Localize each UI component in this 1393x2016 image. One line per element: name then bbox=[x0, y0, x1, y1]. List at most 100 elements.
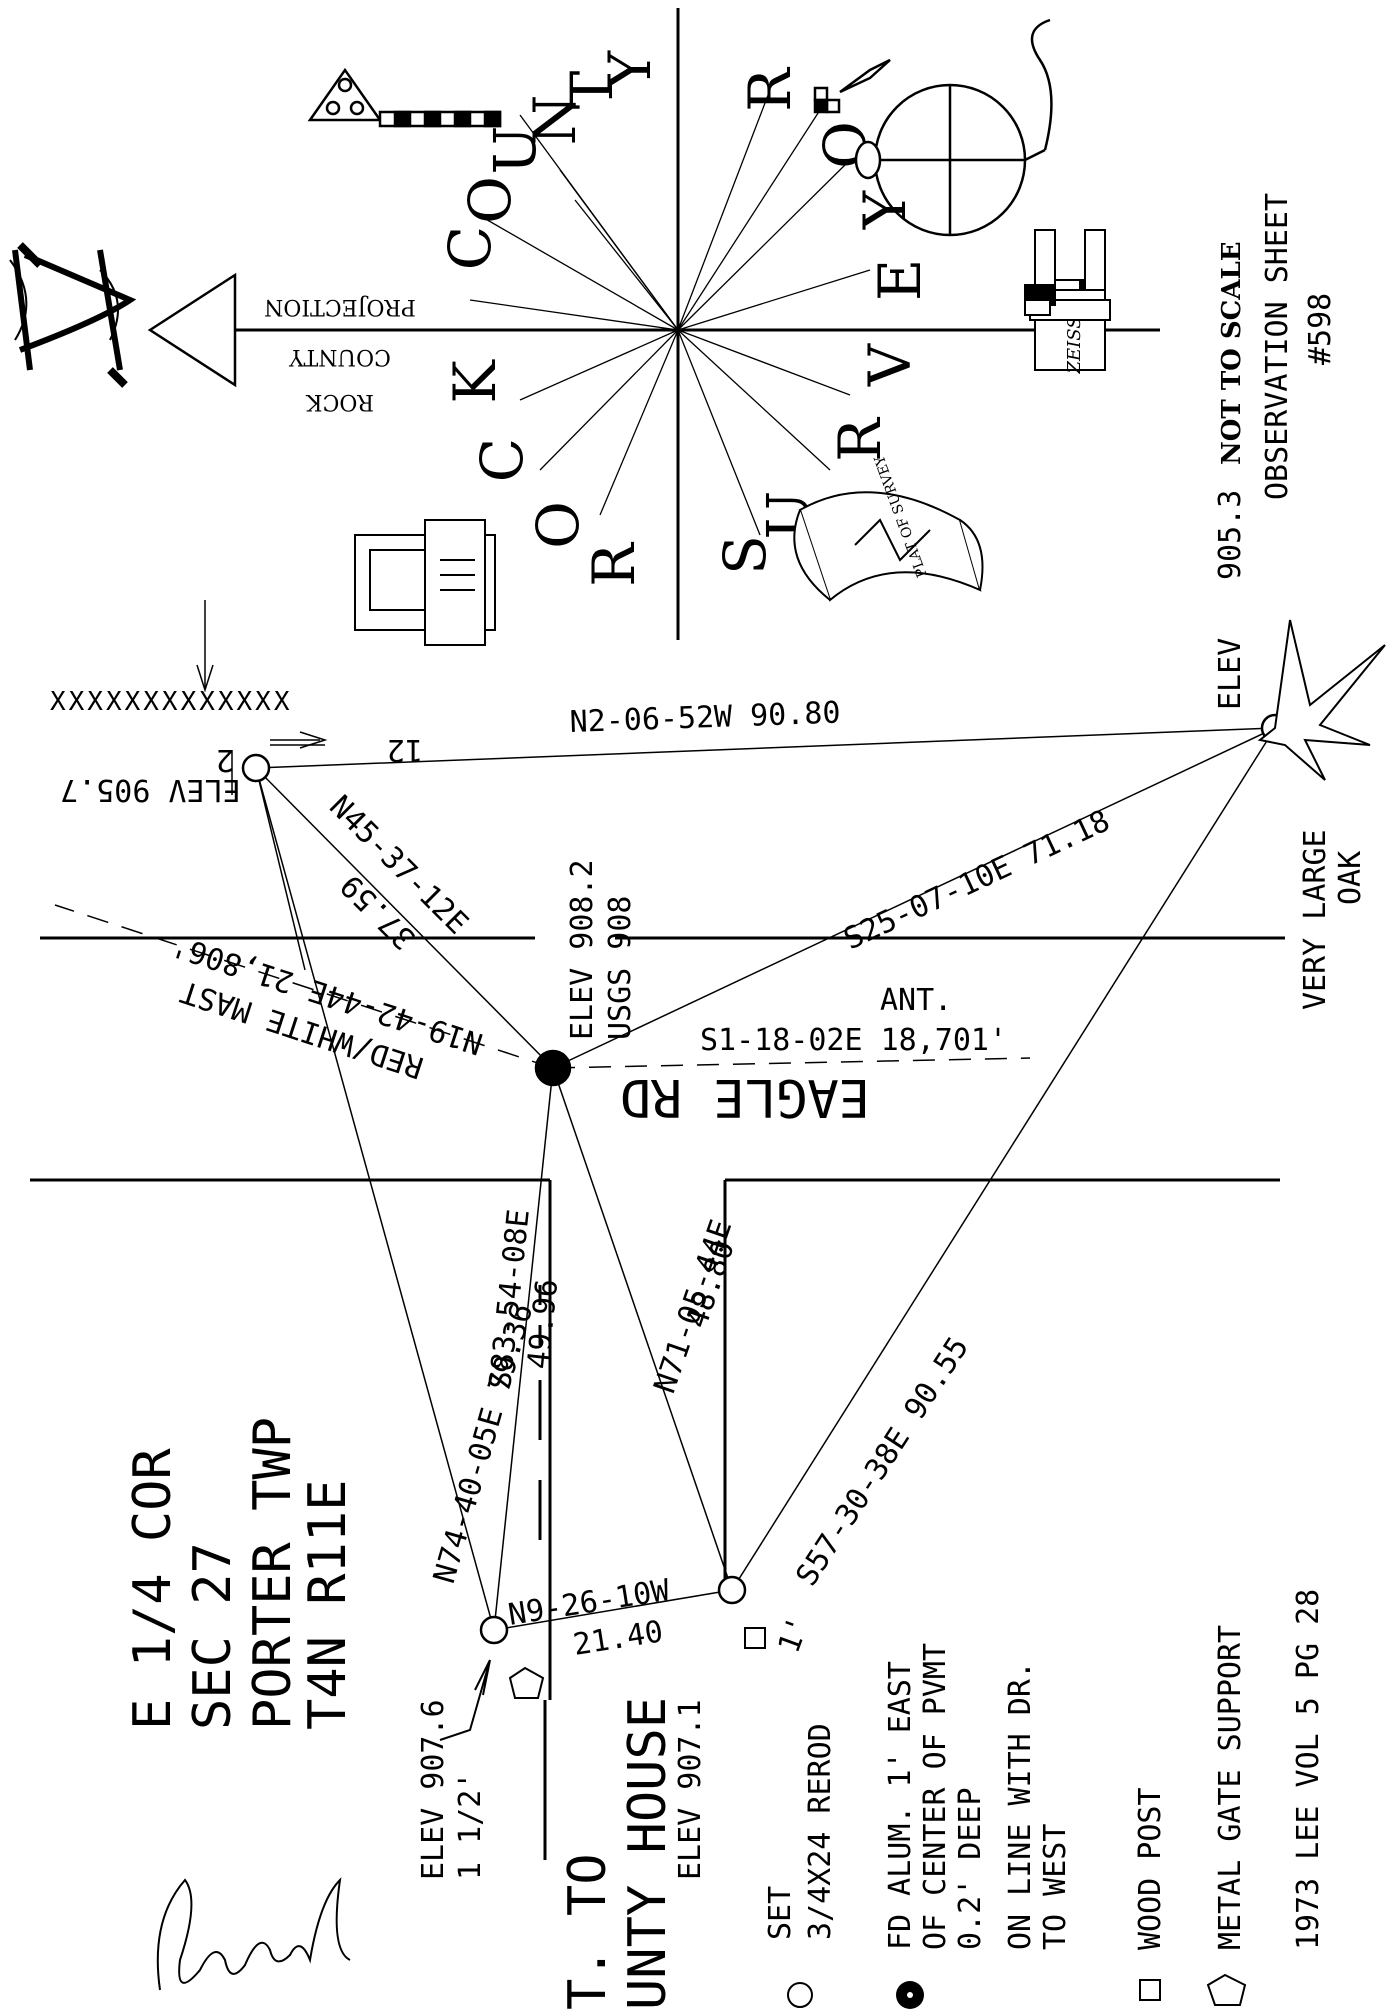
bottom-right-offset: 1' bbox=[772, 1612, 817, 1658]
compass-letter: S bbox=[711, 535, 779, 575]
compass-letter: C bbox=[436, 226, 504, 270]
county-text-line1: T. TO bbox=[558, 1853, 618, 2010]
compass-letter: U bbox=[481, 126, 549, 175]
plumb-bob-icon bbox=[813, 18, 1053, 237]
title-line: E 1/4 COR bbox=[123, 1448, 183, 1730]
observation-sheet-title: OBSERVATION SHEET bbox=[1260, 193, 1295, 500]
station-labels: ELEV 905.7 2 12 ELEV 908.2 USGS 908 VERY… bbox=[60, 732, 1368, 1880]
legend-set-icon bbox=[787, 1982, 813, 2008]
sheet-info: ELEV 905.3 NOT TO SCALE OBSERVATION SHEE… bbox=[1213, 193, 1338, 710]
compass-letters: R O C K C O U N T Y S U R V E Y O R bbox=[436, 50, 934, 587]
top-left-tick-left: 2 bbox=[216, 742, 234, 777]
legend-reference: 1973 LEE VOL 5 PG 28 bbox=[1291, 1589, 1326, 1950]
station-fd-alum bbox=[534, 1049, 572, 1087]
legend-metal-gate: METAL GATE SUPPORT bbox=[1213, 1625, 1248, 1950]
not-to-scale: NOT TO SCALE bbox=[1217, 241, 1247, 465]
legend-metal-gate-icon bbox=[1206, 1973, 1247, 2006]
center-elev: ELEV 908.2 bbox=[565, 859, 600, 1040]
projection-text-rock: ROCK bbox=[306, 389, 374, 414]
title-line: PORTER TWP bbox=[243, 1417, 303, 1730]
traverse-line bbox=[552, 1067, 733, 1591]
top-left-elev: ELEV 905.7 bbox=[60, 772, 241, 807]
traverse-line bbox=[493, 1589, 733, 1631]
legend-fd-line2: OF CENTER OF PVMT bbox=[918, 1643, 953, 1950]
signature bbox=[156, 1877, 351, 1991]
sheet-elev-value: 905.3 bbox=[1213, 490, 1248, 580]
center-usgs: USGS 908 bbox=[603, 896, 638, 1041]
compass-letter: O bbox=[524, 501, 592, 549]
dist-bottom: 21.40 bbox=[571, 1614, 666, 1663]
compass-letter: K bbox=[441, 359, 509, 404]
compass-letter: O bbox=[456, 176, 524, 224]
compass-letter: R bbox=[736, 66, 804, 112]
sheet-number: #598 bbox=[1303, 293, 1338, 365]
county-text-line2: UNTY HOUSE bbox=[618, 1697, 678, 2010]
traverse-line bbox=[552, 727, 1276, 1069]
legend-wood-post-icon bbox=[1139, 1979, 1161, 2001]
plat-scroll-icon: PLAT OF SURVEY bbox=[793, 453, 984, 602]
bearing-top: N2-06-52W 90.80 bbox=[569, 696, 841, 740]
legend-fd-line1: FD ALUM. 1' EAST bbox=[883, 1661, 918, 1950]
legend-wood-post: WOOD POST bbox=[1133, 1787, 1168, 1950]
traverse-line bbox=[255, 767, 495, 1631]
compass-letter: N bbox=[521, 95, 589, 146]
title-line: T4N R11E bbox=[298, 1480, 358, 1730]
sheet-elev-label: ELEV bbox=[1213, 638, 1248, 710]
compass-letter: T bbox=[558, 70, 626, 109]
traverse-line bbox=[255, 727, 1276, 769]
fence-line: XXXXXXXXXXXXX bbox=[50, 687, 293, 717]
legend-set-line1: SET bbox=[763, 1886, 798, 1940]
compass-letter: E bbox=[866, 259, 934, 301]
legend: SET 3/4X24 REROD FD ALUM. 1' EAST OF CEN… bbox=[763, 1589, 1326, 2009]
antenna-bearing: S1-18-02E 18,701' bbox=[700, 1023, 1007, 1058]
station-set-rerod bbox=[479, 1615, 509, 1645]
traverse-line bbox=[255, 767, 306, 971]
compass-rays bbox=[469, 89, 871, 536]
wood-post-icon bbox=[744, 1627, 766, 1649]
bearing-oak: S25-07-10E 71.18 bbox=[839, 803, 1116, 957]
bearing-bottom-right: S57-30-38E 90.55 bbox=[789, 1331, 976, 1592]
mast-sight-line bbox=[54, 904, 554, 1069]
legend-fd-line4: ON LINE WITH DR. bbox=[1003, 1661, 1038, 1950]
title-line: SEC 27 bbox=[183, 1542, 243, 1730]
compass-letter: R bbox=[580, 541, 648, 587]
compass-letter: Y bbox=[596, 50, 664, 90]
computer-icon bbox=[354, 519, 496, 646]
antenna-sight-line bbox=[552, 1057, 1031, 1069]
pointer-arrow-icon bbox=[439, 1659, 491, 1741]
bottom-left-offset: 1 1/2' bbox=[453, 1772, 488, 1880]
oak-label-line1: VERY LARGE bbox=[1298, 829, 1333, 1010]
oak-label-line2: OAK bbox=[1333, 851, 1368, 905]
zeiss-label: ZEISS bbox=[1064, 316, 1085, 374]
traverse-line bbox=[255, 767, 554, 1069]
north-arrow: ROCK COUNTY PROJECTION bbox=[9, 242, 678, 414]
north-arrow-head-icon bbox=[147, 272, 237, 388]
road-labels: EAGLE RD T. TO UNTY HOUSE bbox=[558, 1067, 870, 2010]
traverse-line bbox=[493, 1067, 554, 1631]
antenna-label: ANT. bbox=[880, 983, 952, 1018]
compass-letter: R bbox=[826, 416, 894, 462]
projection-text-county: COUNTY bbox=[289, 344, 391, 369]
legend-fd-line5: TO WEST bbox=[1038, 1824, 1073, 1950]
traverse-line bbox=[731, 727, 1276, 1591]
top-left-tick-right: 12 bbox=[387, 732, 423, 767]
metal-gate-icon bbox=[508, 1666, 545, 1699]
station-set-rerod bbox=[717, 1575, 747, 1605]
compass-letter: C bbox=[468, 438, 536, 482]
projection-text-projection: PROJECTION bbox=[264, 294, 416, 319]
station-set-rerod bbox=[241, 753, 271, 783]
legend-fd-line3: 0.2' DEEP bbox=[953, 1787, 988, 1950]
bottom-left-elev: ELEV 907.6 bbox=[416, 1699, 451, 1880]
ornate-n-icon bbox=[9, 242, 137, 388]
eagle-rd-label: EAGLE RD bbox=[620, 1067, 870, 1127]
survey-network bbox=[30, 600, 1285, 1860]
level-rod-icon bbox=[307, 67, 502, 128]
oak-star-icon bbox=[1257, 619, 1386, 781]
zeiss-instrument-icon: ZEISS bbox=[1024, 229, 1111, 375]
bottom-right-elev: ELEV 907.1 bbox=[673, 1699, 708, 1880]
title-block: E 1/4 COR SEC 27 PORTER TWP T4N R11E bbox=[123, 1417, 358, 1730]
legend-set-line2: 3/4X24 REROD bbox=[803, 1723, 838, 1940]
survey-markers bbox=[439, 1627, 766, 1741]
compass-letter: V bbox=[856, 343, 924, 387]
